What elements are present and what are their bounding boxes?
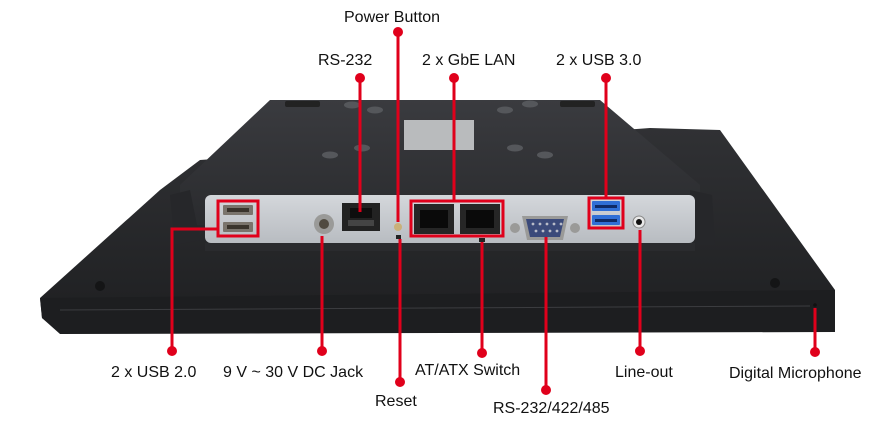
label-reset: Reset: [375, 393, 417, 410]
dc-jack-dot: [317, 346, 327, 356]
power-button-hw: [394, 223, 402, 231]
rs232-dot: [355, 73, 365, 83]
label-rs232: RS-232: [318, 52, 373, 69]
at-atx-dot: [477, 348, 487, 358]
usb20-ports: [223, 205, 253, 232]
gbe-lan-dot: [449, 73, 459, 83]
usb30-ports: [592, 201, 620, 225]
usb20-line: [170, 227, 218, 351]
label-digital-microphone: Digital Microphone: [729, 365, 862, 382]
label-gbe-lan: 2 x GbE LAN: [422, 52, 516, 69]
label-power-button: Power Button: [344, 9, 441, 26]
reset-dot: [395, 377, 405, 387]
label-rs232-422-485: RS-232/422/485: [493, 400, 610, 417]
usb30-dot: [601, 73, 611, 83]
rs232-422-485-dot: [541, 385, 551, 395]
chassis-top: [170, 100, 715, 245]
line-out-dot: [635, 346, 645, 356]
microphone-hole: [813, 303, 817, 307]
label-usb30: 2 x USB 3.0: [556, 52, 642, 69]
usb20-dot: [167, 346, 177, 356]
line-out-jack: [632, 215, 646, 229]
db9-port: [510, 216, 580, 240]
product-label: [404, 120, 474, 150]
gbe-lan-highlight-box: [409, 199, 505, 238]
digital-microphone-dot: [810, 347, 820, 357]
callout-dots: [167, 27, 820, 395]
label-at-atx-switch: AT/ATX Switch: [415, 362, 521, 379]
power-button-dot: [393, 27, 403, 37]
usb20-highlight-box: [216, 199, 260, 238]
label-dc-jack: 9 V ~ 30 V DC Jack: [223, 364, 364, 381]
callout-lines: [170, 32, 817, 390]
label-line-out: Line-out: [615, 364, 673, 381]
dc-jack: [314, 214, 334, 234]
gbe-lan-ports: [414, 204, 500, 242]
label-usb20: 2 x USB 2.0: [111, 364, 197, 381]
reset-hw: [396, 235, 401, 239]
